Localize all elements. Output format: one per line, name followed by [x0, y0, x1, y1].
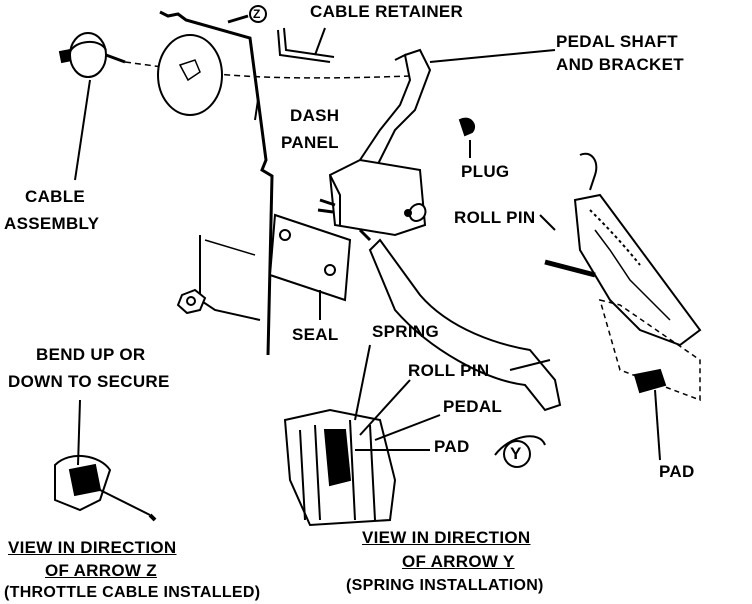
caption-y-line2: OF ARROW Y [402, 552, 515, 571]
caption-z-line1: VIEW IN DIRECTION [8, 538, 177, 557]
leader-lines [74, 27, 661, 466]
label-roll-pin-lower: ROLL PIN [408, 361, 490, 380]
dash-panel [159, 10, 274, 356]
label-pedal-shaft-1: PEDAL SHAFT [556, 32, 678, 51]
cable-retainer-disc [157, 34, 223, 116]
seal-plate [268, 213, 352, 302]
label-pedal-shaft-2: AND BRACKET [556, 55, 684, 74]
pedal-arm [368, 238, 562, 412]
arrow-y-marker [494, 435, 546, 468]
label-spring: SPRING [372, 322, 439, 341]
spring-detail-view [283, 408, 397, 527]
label-bend-1: BEND UP OR [36, 345, 146, 364]
label-pad-right: PAD [659, 462, 695, 481]
label-roll-pin-upper: ROLL PIN [454, 208, 536, 227]
label-dash-2: PANEL [281, 133, 339, 152]
cable-assembly [58, 32, 411, 79]
caption-z-line3: (THROTTLE CABLE INSTALLED) [4, 584, 261, 601]
caption-y-line3: (SPRING INSTALLATION) [346, 577, 544, 594]
label-z-marker: Z [253, 7, 261, 21]
plug [458, 117, 476, 137]
cable-retainer-clip [277, 27, 335, 63]
caption-y-line1: VIEW IN DIRECTION [362, 528, 531, 547]
label-dash-1: DASH [290, 106, 340, 125]
pedal-assembly [544, 152, 702, 402]
caption-z-line2: OF ARROW Z [45, 561, 157, 580]
arrow-z-marker [227, 5, 267, 24]
throttle-detail-view [54, 454, 157, 522]
label-seal: SEAL [292, 325, 339, 344]
label-cable-2: ASSEMBLY [4, 214, 100, 233]
label-cable-1: CABLE [25, 187, 86, 206]
label-plug: PLUG [461, 162, 510, 181]
label-bend-2: DOWN TO SECURE [8, 372, 170, 391]
pedal-shaft-bracket [317, 48, 432, 242]
label-pad-mid: PAD [434, 437, 470, 456]
label-cable-retainer: CABLE RETAINER [310, 2, 464, 21]
nut [176, 288, 207, 315]
label-y-marker: Y [510, 444, 522, 463]
label-pedal: PEDAL [443, 397, 503, 416]
